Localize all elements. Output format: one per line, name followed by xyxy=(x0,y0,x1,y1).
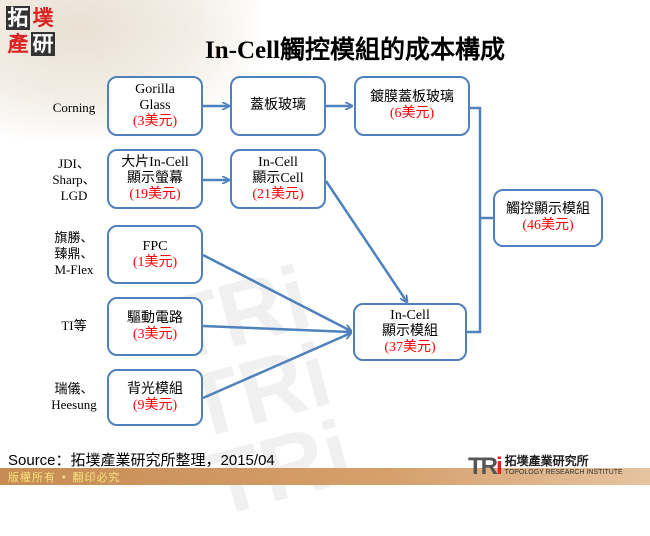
cost-label: (9美元) xyxy=(132,397,178,413)
node-fpc: FPC (1美元) xyxy=(107,225,203,284)
tri-brand-logo: TRi 拓墣產業研究所 TOPOLOGY RESEARCH INSTITUTE xyxy=(468,453,623,481)
supplier-ti: TI等 xyxy=(61,318,87,333)
node-driver-circuit: 驅動電路 (3美元) xyxy=(107,297,203,356)
node-cover-glass: 蓋板玻璃 xyxy=(230,76,326,136)
supplier-jdi-sharp-lgd: JDI、Sharp、LGD xyxy=(52,156,96,203)
footer-bar: 版權所有 • 翻印必究 xyxy=(0,468,650,485)
brand-name-cn: 拓墣產業研究所 xyxy=(504,454,589,468)
supplier-backlight-makers: 瑞儀、Heesung xyxy=(51,381,97,412)
arrow-cell-to-module xyxy=(324,180,407,302)
source-note: Source：拓墣產業研究所整理，2015/04 xyxy=(8,452,275,469)
page-title: In-Cell觸控模組的成本構成 xyxy=(204,37,505,64)
node-backlight-module: 背光模組 (9美元) xyxy=(107,369,203,426)
copyright-text: 版權所有 • 翻印必究 xyxy=(8,471,121,484)
logo-char: 研 xyxy=(31,32,55,56)
tri-mark-icon: TRi xyxy=(468,453,503,480)
cost-label: (37美元) xyxy=(384,340,436,355)
cost-label: (1美元) xyxy=(132,254,178,270)
cost-label: (19美元) xyxy=(129,187,181,202)
cost-label: (6美元) xyxy=(389,106,435,121)
node-coated-cover-glass: 鍍膜蓋板玻璃 (6美元) xyxy=(354,76,470,136)
tri-logo-top: 拓 墣 產 研 xyxy=(6,6,58,58)
supplier-corning: Corning xyxy=(52,100,96,115)
arrow-backlight-to-module xyxy=(202,333,351,400)
logo-char: 墣 xyxy=(32,6,54,30)
brand-name-en: TOPOLOGY RESEARCH INSTITUTE xyxy=(504,469,623,476)
bracket-to-touch-module xyxy=(467,106,482,334)
node-touch-display-module: 觸控顯示模組 (46美元) xyxy=(493,189,603,247)
logo-char: 拓 xyxy=(6,6,30,30)
arrow-fpc-to-module xyxy=(202,253,351,331)
logo-char: 產 xyxy=(7,32,29,56)
cost-label: (3美元) xyxy=(132,326,178,342)
cost-label: (46美元) xyxy=(522,218,574,233)
cost-label: (3美元) xyxy=(132,114,178,129)
flow-connectors xyxy=(202,0,493,400)
supplier-fpc-makers: 旗勝、臻鼎、M-Flex xyxy=(54,230,94,277)
cost-label: (21美元) xyxy=(252,187,304,202)
arrow-driver-to-module xyxy=(202,324,351,332)
